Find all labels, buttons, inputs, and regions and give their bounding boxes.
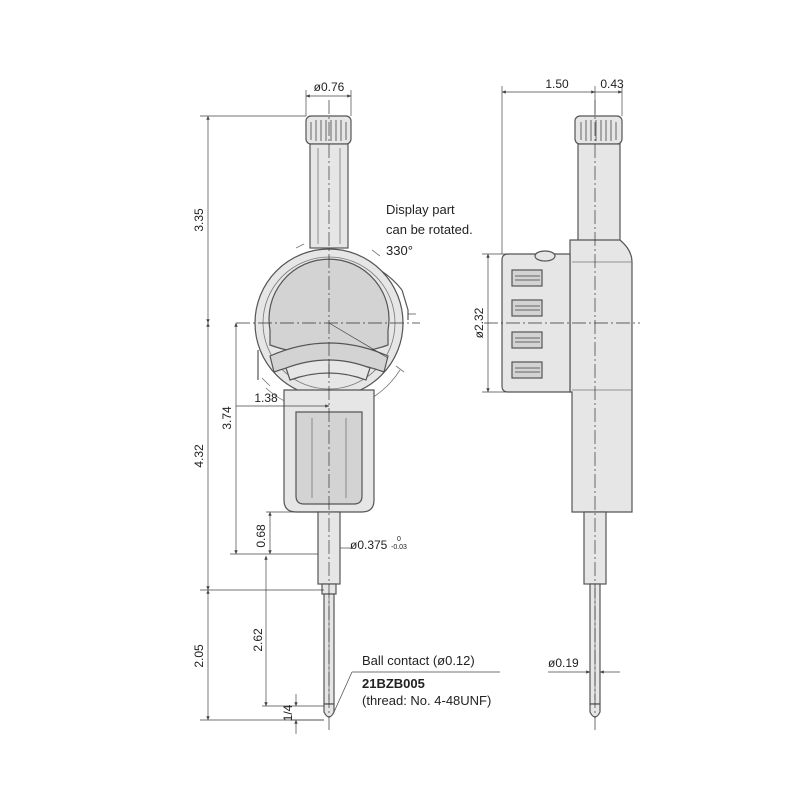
side-top-cap	[574, 115, 623, 145]
center-to-stem-end-label: 3.74	[220, 406, 234, 430]
spindle-length-label: 2.05	[192, 644, 206, 668]
stem-diameter-spec-label: ø0.375	[350, 538, 388, 552]
stem-tolerance-upper: 0	[397, 536, 401, 543]
side-offset-label: 0.43	[600, 77, 624, 91]
side-dimensions: 1.50 0.43 ø2.32 ø0.19	[472, 77, 624, 674]
side-upper-column	[577, 143, 621, 251]
stem-diameter-label: ø0.76	[314, 80, 345, 94]
half-width-label: 1.38	[254, 391, 278, 405]
top-height-label: 3.35	[192, 208, 206, 232]
contact-note-line1: Ball contact (ø0.12)	[362, 653, 475, 668]
front-view	[236, 100, 420, 730]
side-main-body	[569, 239, 633, 513]
stroke-label: 2.62	[251, 628, 265, 652]
stem-length-label: 0.68	[254, 524, 268, 548]
front-top-cap	[305, 115, 352, 145]
contact-note: Ball contact (ø0.12) 21BZB005 (thread: N…	[333, 653, 500, 713]
rotation-note-line2: can be rotated.	[386, 222, 473, 237]
rotation-note: Display part can be rotated. 330°	[386, 202, 473, 258]
contact-model-label: 21BZB005	[362, 676, 425, 691]
rotation-note-line1: Display part	[386, 202, 455, 217]
front-lower-body	[283, 389, 375, 513]
stem-tolerance-lower: -0.03	[391, 544, 407, 551]
front-dimensions: ø0.76 3.35 4.32 2.05 3.74 1.38 0.68 ø0.3…	[192, 80, 407, 734]
side-depth-label: 1.50	[545, 77, 569, 91]
rotation-angle-line	[328, 322, 389, 359]
contact-note-line3: (thread: No. 4-48UNF)	[362, 693, 491, 708]
contact-diameter-label: ø0.19	[548, 656, 579, 670]
display-diameter-label: ø2.32	[472, 307, 486, 338]
rotation-note-line3: 330°	[386, 243, 413, 258]
quarter-label: 1/4	[281, 704, 295, 721]
side-view	[484, 100, 640, 730]
lower-height-label: 4.32	[192, 444, 206, 468]
side-display-unit	[501, 250, 571, 393]
